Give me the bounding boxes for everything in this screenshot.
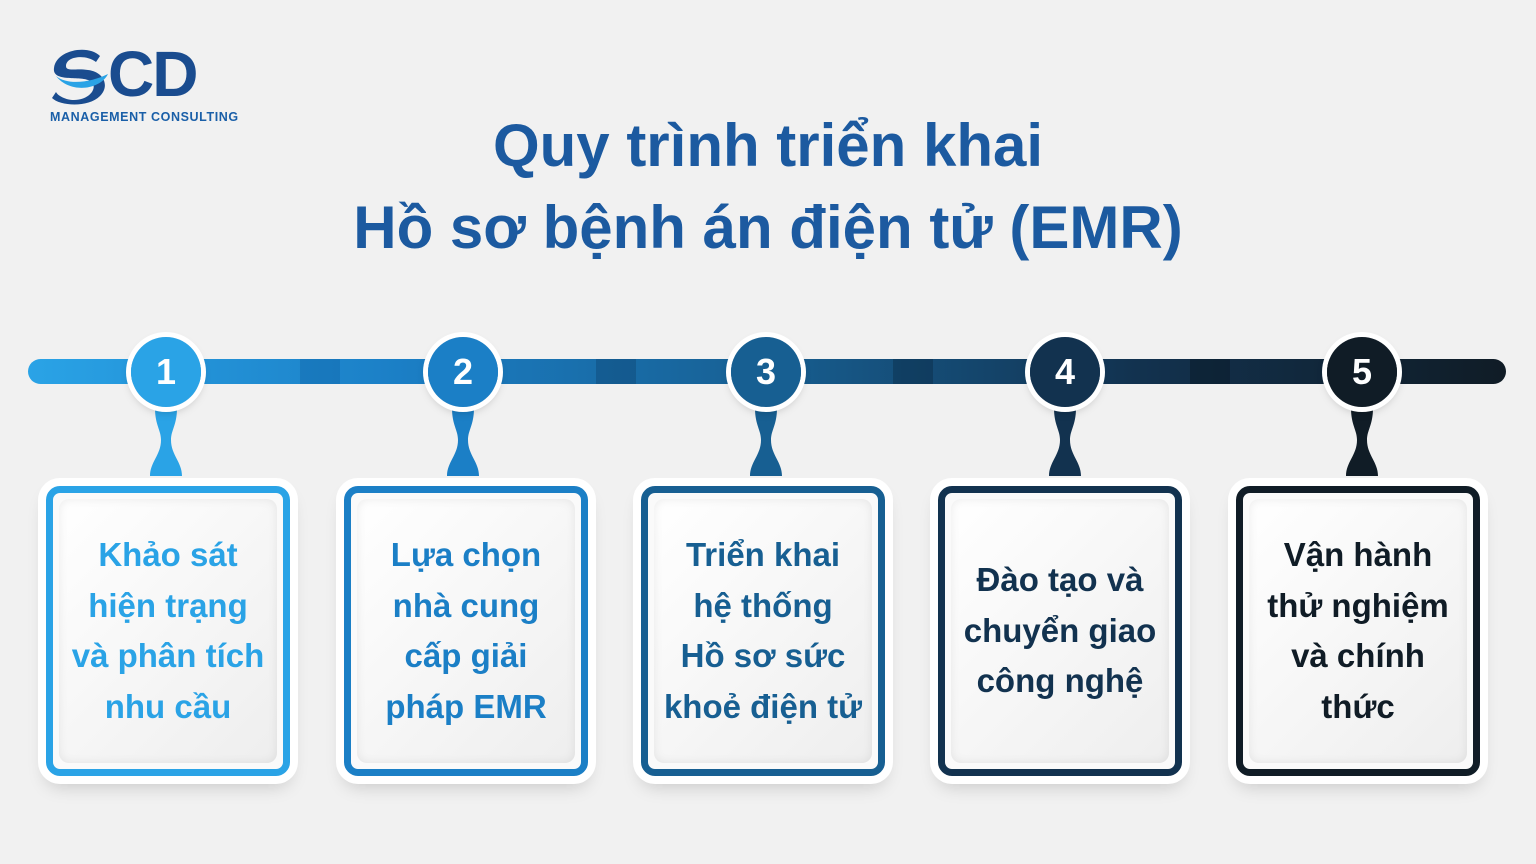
step-5-connector — [1346, 408, 1378, 476]
page-title-line1: Quy trình triển khai — [492, 112, 1044, 179]
logo-wordmark: CD — [108, 38, 198, 110]
step-3-text: Triển khai hệ thống Hồ sơ sức khoẻ điện … — [663, 536, 863, 725]
step-1-connector — [150, 408, 182, 476]
step-5-card: Vận hành thử nghiệm và chính thức — [1236, 486, 1480, 776]
logo-subtitle: MANAGEMENT CONSULTING — [50, 110, 239, 124]
step-1-text: Khảo sát hiện trạng và phân tích nhu cầu — [71, 536, 265, 725]
step-4-text: Đào tạo và chuyển giao công nghệ — [963, 561, 1157, 700]
step-5-number-badge: 5 — [1327, 337, 1397, 407]
step-1-card: Khảo sát hiện trạng và phân tích nhu cầu — [46, 486, 290, 776]
step-4-connector — [1049, 408, 1081, 476]
logo: CD MANAGEMENT CONSULTING — [48, 42, 239, 130]
step-2-card: Lựa chọn nhà cung cấp giải pháp EMR — [344, 486, 588, 776]
step-2-number-badge: 2 — [428, 337, 498, 407]
logo-swoosh-icon — [52, 49, 108, 105]
step-2-text: Lựa chọn nhà cung cấp giải pháp EMR — [385, 536, 547, 725]
timeline-track-highlights — [300, 359, 1230, 384]
step-5-text: Vận hành thử nghiệm và chính thức — [1267, 536, 1449, 725]
step-1-number-badge: 1 — [131, 337, 201, 407]
step-3-number-badge: 3 — [731, 337, 801, 407]
step-4-number-badge: 4 — [1030, 337, 1100, 407]
page-title-line2: Hồ sơ bệnh án điện tử (EMR) — [353, 194, 1183, 261]
step-4-card: Đào tạo và chuyển giao công nghệ — [938, 486, 1182, 776]
step-2-connector — [447, 408, 479, 476]
step-3-connector — [750, 408, 782, 476]
step-3-card: Triển khai hệ thống Hồ sơ sức khoẻ điện … — [641, 486, 885, 776]
